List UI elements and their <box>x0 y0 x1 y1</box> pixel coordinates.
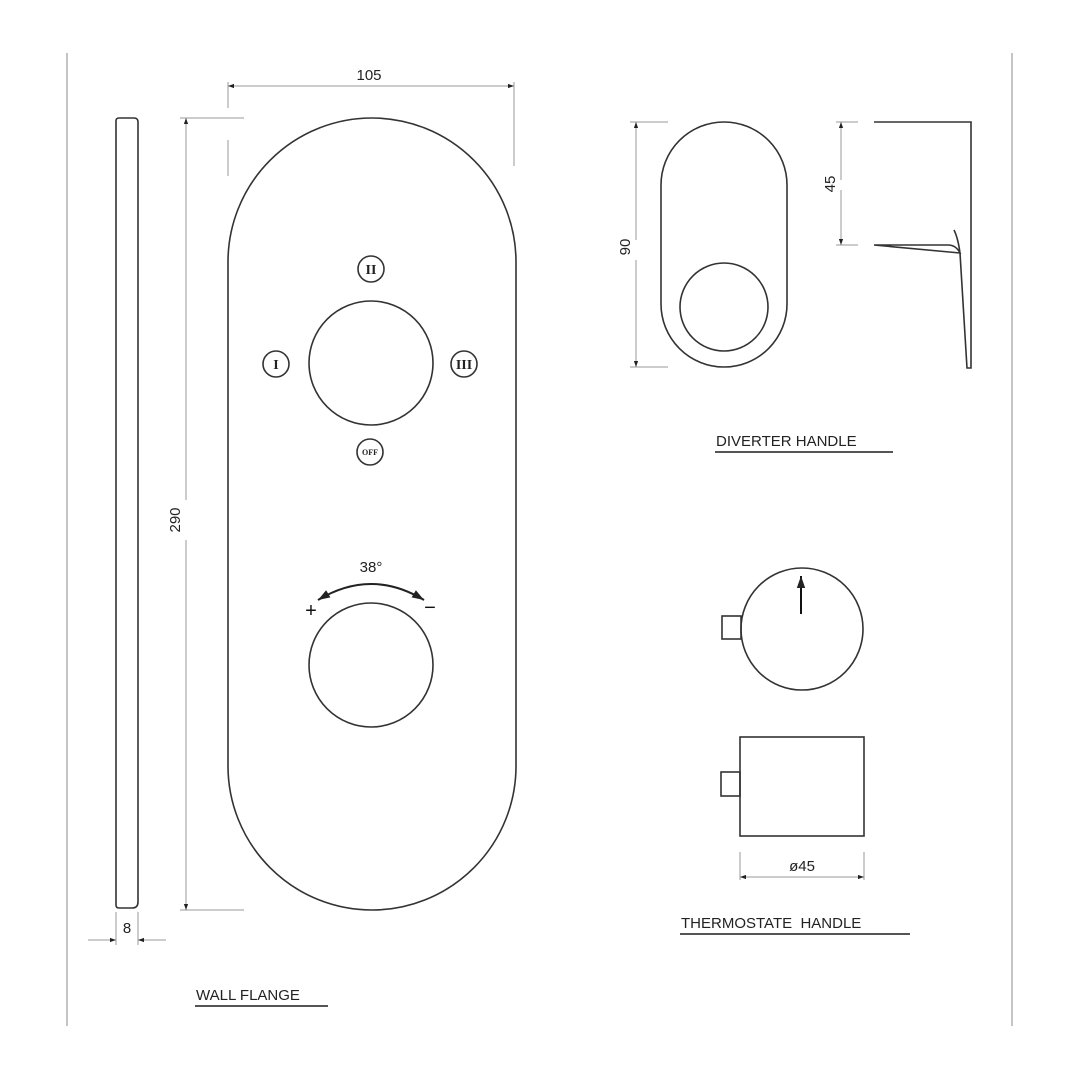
thermo-front-nub <box>721 615 742 640</box>
position-iii-label: III <box>456 358 472 373</box>
flange-plate-outline <box>227 117 517 911</box>
rotation-arc-arrow <box>317 583 425 601</box>
position-off-circle <box>356 438 384 466</box>
thermo-diameter-label: ø45 <box>789 858 815 875</box>
thermo-side-nub <box>720 771 741 797</box>
position-iii-circle <box>450 350 478 378</box>
position-off-label: OFF <box>362 448 378 457</box>
wall-flange-title: WALL FLANGE <box>196 987 300 1004</box>
thermostat-knob-circle <box>308 602 434 728</box>
diverter-side-profile <box>873 121 972 369</box>
position-i-label: I <box>273 358 278 373</box>
position-i-circle <box>262 350 290 378</box>
diverter-depth-label: 45 <box>822 176 839 193</box>
diverter-front-circle <box>679 262 769 352</box>
wall-flange-group: 8 290 105 II I III OFF 38° + − WALL FLA <box>88 67 517 1007</box>
position-ii-label: II <box>366 263 377 278</box>
diverter-front-outline <box>660 121 788 368</box>
thermostate-handle-group: ø45 THERMOSTATE HANDLE <box>680 567 910 935</box>
diverter-handle-group: 90 45 DIVERTER HANDLE <box>617 121 972 453</box>
minus-sign: − <box>424 597 436 619</box>
thermo-side-body <box>739 736 865 837</box>
plus-sign: + <box>305 600 317 622</box>
rotation-angle-label: 38° <box>360 559 383 576</box>
diverter-height-label: 90 <box>617 239 634 256</box>
diverter-handle-title: DIVERTER HANDLE <box>716 433 857 450</box>
thermostate-handle-title: THERMOSTATE HANDLE <box>681 915 861 932</box>
position-ii-circle <box>357 255 385 283</box>
thickness-dim-label: 8 <box>123 920 131 937</box>
flange-side-profile <box>115 117 139 909</box>
width-dim-label: 105 <box>356 67 381 84</box>
diverter-dial-circle <box>308 300 434 426</box>
height-dim-label: 290 <box>167 507 184 532</box>
